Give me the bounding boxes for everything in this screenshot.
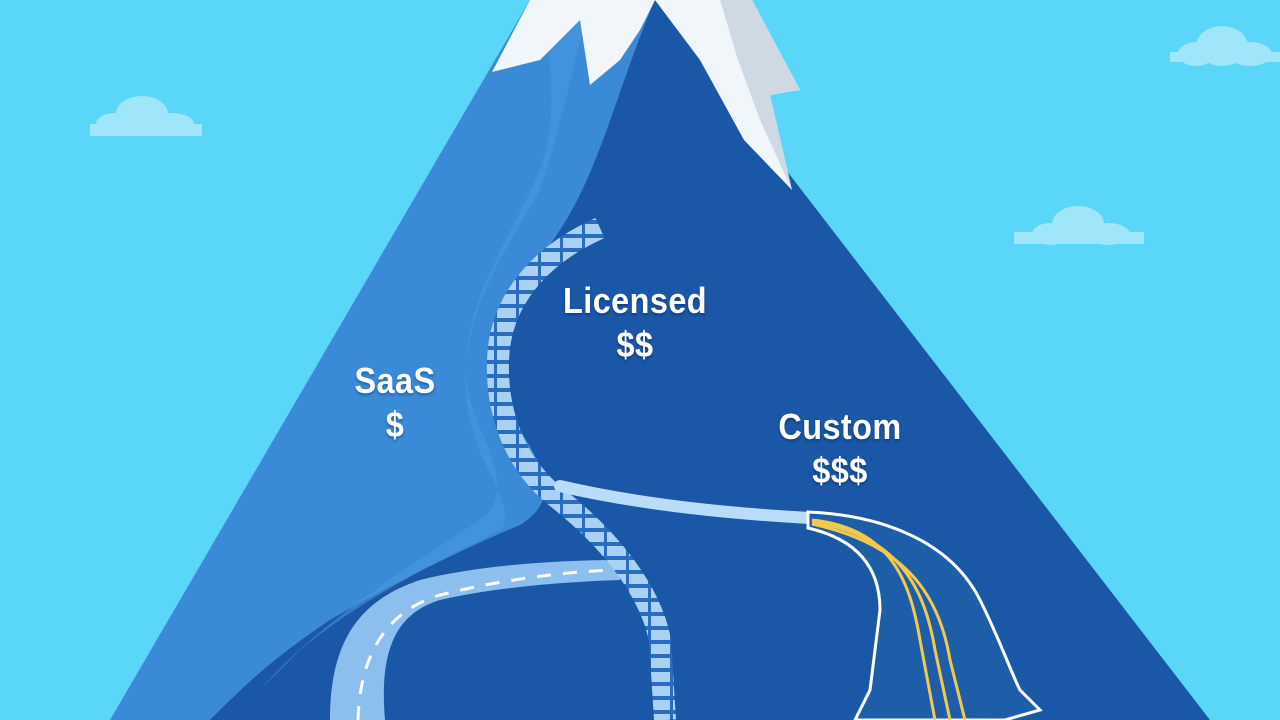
custom-highway: [806, 510, 1043, 720]
custom-connector-road: [554, 480, 816, 524]
cloud-right: [1014, 206, 1144, 245]
licensed-ladder-path: [486, 217, 676, 720]
saas-title: SaaS: [354, 360, 436, 401]
saas-label: SaaS $: [337, 362, 454, 444]
saas-cost: $: [385, 403, 405, 445]
custom-cost: $$$: [812, 449, 868, 491]
custom-highway-line-2: [811, 520, 952, 720]
mountain-left-face: [110, 0, 655, 720]
mountain-mid-shade: [260, 0, 590, 690]
licensed-title: Licensed: [563, 280, 708, 321]
snow-cap: [492, 0, 800, 190]
cloud-left: [90, 96, 202, 136]
custom-highway-line-3: [811, 522, 967, 720]
licensed-cost: $$: [616, 323, 654, 365]
custom-label: Custom $$$: [777, 408, 903, 490]
saas-road: [330, 560, 620, 720]
snow-shadow: [720, 0, 800, 190]
custom-title: Custom: [778, 406, 902, 447]
custom-highway-line-1: [811, 518, 937, 720]
saas-road-center-line: [356, 568, 616, 720]
cloud-top-right: [1170, 26, 1280, 66]
licensed-label: Licensed $$: [563, 282, 707, 364]
